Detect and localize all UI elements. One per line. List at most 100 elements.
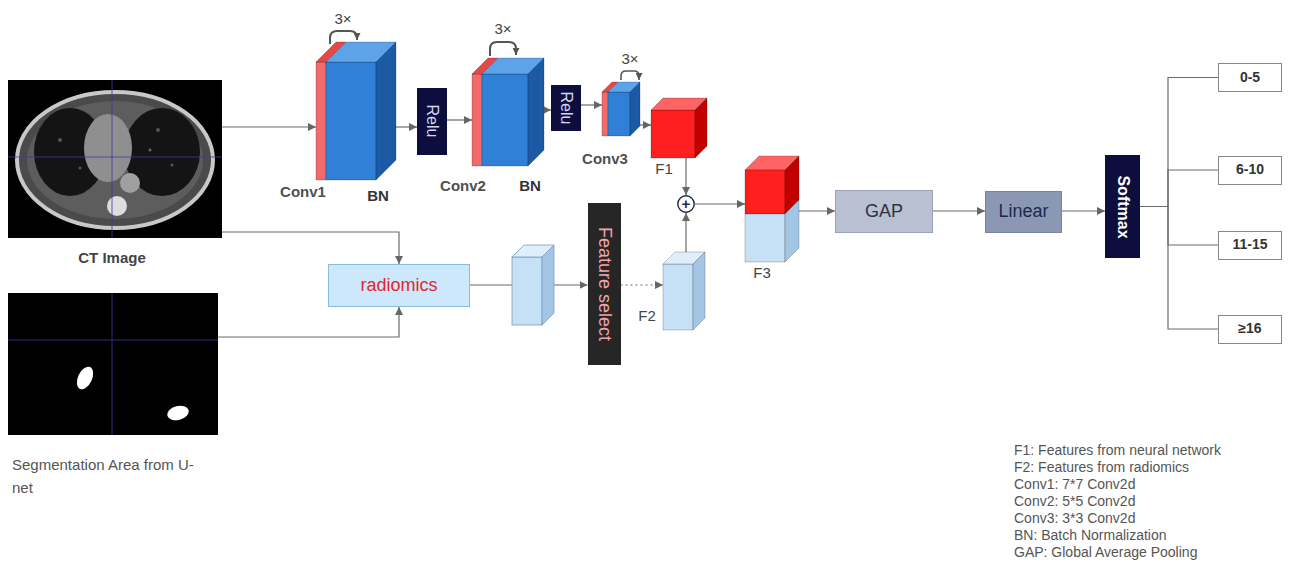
note-text: Conv2: 5*5 Conv2d (1014, 493, 1221, 510)
block-face (528, 58, 544, 166)
flow-arrow (218, 307, 399, 337)
radiomics-feature-cube (512, 245, 554, 325)
bracket-line (1140, 78, 1218, 207)
repeat-count: 3× (621, 50, 638, 68)
block-shape (316, 42, 396, 180)
flow-arrow (544, 109, 551, 110)
flow-arrow (685, 213, 686, 252)
output-box-label: ≥16 (1238, 321, 1261, 336)
block-face (326, 62, 376, 180)
lesion-mask (74, 364, 97, 392)
flow-arrow (621, 284, 664, 285)
block-face (651, 110, 695, 158)
output-box: 0-5 (1218, 63, 1282, 92)
ct-background (8, 80, 222, 238)
block-face (482, 74, 528, 166)
block-drawing (316, 42, 396, 180)
block-face (745, 170, 785, 214)
repeat-count: 3× (494, 20, 511, 38)
output-box: 6-10 (1218, 156, 1282, 185)
note-text: GAP: Global Average Pooling (1014, 544, 1221, 561)
layer-name: Conv1 (280, 183, 326, 201)
flow-arrow (799, 210, 835, 211)
flow-arrow (933, 210, 985, 211)
block-shape (663, 252, 705, 330)
crosshair-line (112, 293, 113, 435)
cube-face (542, 245, 554, 325)
flow-arrow (685, 158, 686, 195)
block-shape (651, 98, 707, 158)
block-face (472, 74, 482, 166)
output-box: 11-15 (1218, 231, 1282, 260)
conv-block: 3×Conv1BN (316, 42, 396, 180)
segmentation-image: Segmentation Area from U-net (8, 293, 218, 435)
selection-box: Feature select (588, 203, 621, 365)
feature-cube: F2 (663, 252, 705, 330)
block-shape (602, 82, 640, 136)
flow-arrow (640, 124, 651, 125)
crosshair-line (8, 340, 218, 341)
flow-arrow (581, 104, 602, 105)
block-face (695, 98, 707, 158)
output-box-label: 11-15 (1232, 237, 1267, 252)
block-drawing (651, 98, 707, 158)
layer-name: Conv2 (440, 177, 486, 195)
flow-arrow (447, 119, 472, 120)
activation-box: Relu (551, 85, 581, 132)
repeat-arrow (621, 71, 639, 80)
flow-arrow (222, 126, 316, 127)
block-drawing (472, 58, 544, 166)
ct-tissue (27, 101, 203, 219)
activation-box-label: Relu (423, 105, 441, 138)
conv-block: 3×Conv3 (602, 82, 640, 136)
process-box: Linear (985, 191, 1062, 233)
process-box-label: Linear (998, 202, 1048, 222)
selection-box-label: Feature select (594, 227, 614, 341)
layer-name: BN (519, 177, 541, 195)
flow-arrow (695, 203, 745, 204)
cube-face (512, 257, 542, 325)
note-text: Conv3: 3*3 Conv2d (1014, 510, 1221, 527)
image-caption: CT Image (78, 249, 146, 267)
process-box: GAP (835, 190, 933, 233)
ct-scan-picture (8, 80, 222, 238)
block-face (745, 214, 785, 262)
block-drawing (602, 82, 640, 136)
crosshair-line (8, 157, 222, 158)
ct-vessel (156, 128, 160, 132)
block-face (602, 92, 608, 136)
feature-name: F1 (655, 160, 673, 178)
ct-image: CT Image (8, 80, 222, 238)
notes-block: F1: Features from neural networkF2: Feat… (1014, 442, 1221, 561)
flow-arrow (396, 126, 417, 127)
ct-vessel (58, 138, 62, 142)
activation-box: Relu (417, 88, 447, 155)
repeat-count: 3× (334, 10, 351, 28)
ct-heart (84, 114, 132, 182)
flow-arrow (1062, 210, 1105, 211)
softmax-box: Softmax (1105, 155, 1140, 258)
block-face (693, 252, 705, 330)
block-face (663, 264, 693, 330)
block-face (608, 92, 630, 136)
output-box-label: 0-5 (1240, 70, 1260, 85)
bracket-line (1140, 207, 1218, 246)
ct-aorta (120, 173, 140, 193)
note-text: BN: Batch Normalization (1014, 527, 1221, 544)
block-shape (745, 156, 799, 262)
feature-cube: F3 (745, 156, 799, 262)
lesion-mask (166, 403, 191, 422)
segmentation-picture (8, 293, 218, 435)
concat-symbol: + (677, 195, 695, 213)
output-box-label: 6-10 (1236, 162, 1264, 177)
block-face (376, 42, 396, 180)
flow-arrow (222, 232, 399, 264)
activation-box-label: Relu (557, 92, 575, 125)
block-drawing (663, 252, 705, 330)
repeat-arrow (490, 42, 516, 56)
output-box: ≥16 (1218, 315, 1282, 344)
crosshair-line (112, 80, 113, 238)
feature-cube: F1 (651, 98, 707, 158)
note-text: F1: Features from neural network (1014, 442, 1221, 459)
